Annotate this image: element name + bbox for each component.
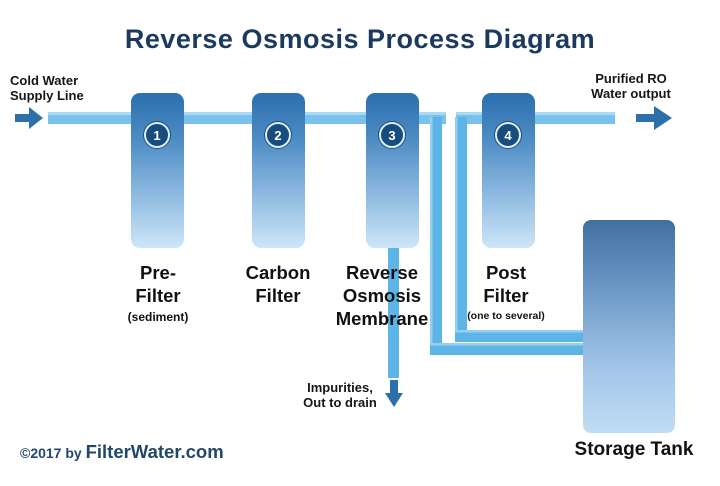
- filter-1-label: Pre- Filter: [135, 262, 181, 306]
- tank-inlet-elbow-pipe: [430, 343, 586, 355]
- tank-to-postfilter-pipe: [455, 117, 467, 342]
- filter-1-number-badge: 1: [144, 122, 170, 148]
- cold-water-supply-label: Cold Water Supply Line: [10, 73, 84, 103]
- filter-4-label: Post Filter: [483, 262, 529, 306]
- filter-1-note: (sediment): [127, 310, 189, 324]
- inlet-arrow-icon: [15, 107, 43, 129]
- diagram-title: Reverse Osmosis Process Diagram: [124, 24, 596, 54]
- filter-4-postfilter: 4: [482, 93, 535, 248]
- storage-tank-label: Storage Tank: [574, 439, 694, 460]
- filter-4-number-badge: 4: [495, 122, 521, 148]
- copyright-brand-text: FilterWater.com: [85, 441, 224, 462]
- filter-3-number-badge: 3: [379, 122, 405, 148]
- filter-2-carbon: 2: [252, 93, 305, 248]
- outlet-arrow-icon: [636, 106, 672, 130]
- filter-1-prefilter: 1: [131, 93, 184, 248]
- copyright-notice: ©2017 by FilterWater.com: [20, 441, 224, 463]
- output-pipe: [456, 112, 615, 124]
- membrane-to-tank-pipe: [430, 117, 442, 355]
- filter-2-label: Carbon Filter: [245, 262, 311, 306]
- purified-water-label: Purified RO Water output: [591, 71, 671, 101]
- filter-4-note: (one to several): [467, 310, 545, 322]
- drain-arrow-icon: [385, 380, 403, 407]
- storage-tank: [583, 220, 675, 433]
- tank-outlet-elbow-pipe: [455, 330, 586, 342]
- copyright-year-text: ©2017 by: [20, 445, 86, 461]
- impurities-drain-label: Impurities, Out to drain: [303, 380, 377, 410]
- filter-2-number-badge: 2: [265, 122, 291, 148]
- filter-3-ro-membrane: 3: [366, 93, 419, 248]
- drain-pipe: [388, 246, 399, 378]
- filter-3-label: Reverse Osmosis Membrane: [335, 262, 429, 329]
